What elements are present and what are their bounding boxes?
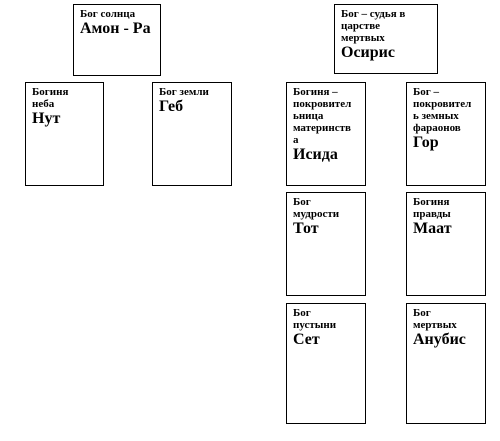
osiris-description: Бог – судья в царстве мертвых — [341, 8, 406, 44]
gor-box: Бог – покровител ь земных фараонов Гор — [406, 82, 486, 186]
maat-name: Маат — [413, 220, 452, 237]
gor-name: Гор — [413, 134, 439, 151]
maat-box: Богиня правды Маат — [406, 192, 486, 296]
isida-box: Богиня – покровител ьница материнств а И… — [286, 82, 366, 186]
set-name: Сет — [293, 331, 320, 348]
osiris-box: Бог – судья в царстве мертвых Осирис — [334, 4, 438, 74]
osiris-name: Осирис — [341, 44, 395, 61]
anubis-description: Бог мертвых — [413, 307, 457, 331]
nut-name: Нут — [32, 110, 61, 127]
gor-description: Бог – покровител ь земных фараонов — [413, 86, 472, 134]
amon-ra-description: Бог солнца — [80, 8, 136, 20]
set-box: Бог пустыни Сет — [286, 303, 366, 424]
isida-description: Богиня – покровител ьница материнств а — [293, 86, 352, 146]
nut-box: Богиня неба Нут — [25, 82, 104, 186]
isida-name: Исида — [293, 146, 338, 163]
nut-description: Богиня неба — [32, 86, 69, 110]
tot-description: Бог мудрости — [293, 196, 340, 220]
maat-description: Богиня правды — [413, 196, 451, 220]
set-description: Бог пустыни — [293, 307, 337, 331]
amon-ra-name: Амон - Ра — [80, 20, 151, 37]
geb-description: Бог земли — [159, 86, 209, 98]
anubis-box: Бог мертвых Анубис — [406, 303, 486, 424]
geb-name: Геб — [159, 98, 184, 115]
amon-ra-box: Бог солнца Амон - Ра — [73, 4, 161, 76]
tot-box: Бог мудрости Тот — [286, 192, 366, 296]
geb-box: Бог земли Геб — [152, 82, 232, 186]
anubis-name: Анубис — [413, 331, 466, 348]
tot-name: Тот — [293, 220, 319, 237]
